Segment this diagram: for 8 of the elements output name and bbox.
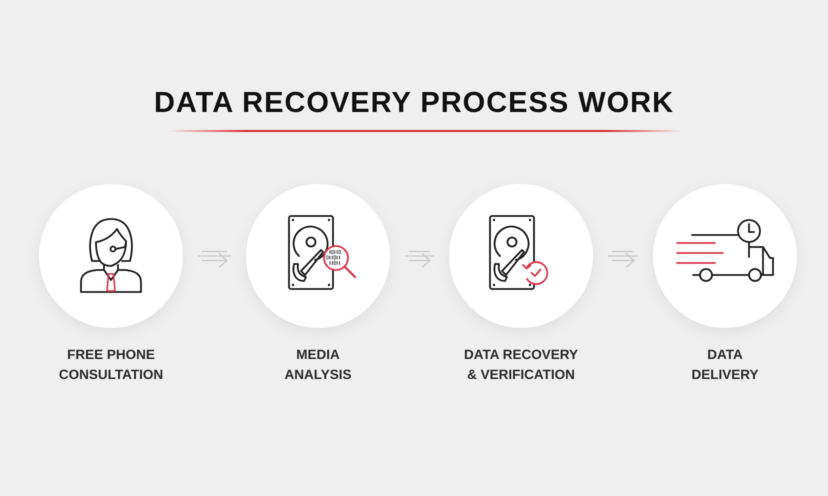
step-label: DATA DELIVERY xyxy=(690,346,760,384)
arrow xyxy=(197,250,232,268)
title: DATA RECOVERY PROCESS WORK xyxy=(154,86,674,120)
step-label: FREE PHONE CONSULTATION xyxy=(58,346,164,384)
arrow xyxy=(404,250,435,268)
arrow xyxy=(607,250,639,268)
step-label: DATA RECOVERY & VERIFICATION xyxy=(462,346,579,384)
step-label: MEDIA ANALYSIS xyxy=(283,346,353,384)
